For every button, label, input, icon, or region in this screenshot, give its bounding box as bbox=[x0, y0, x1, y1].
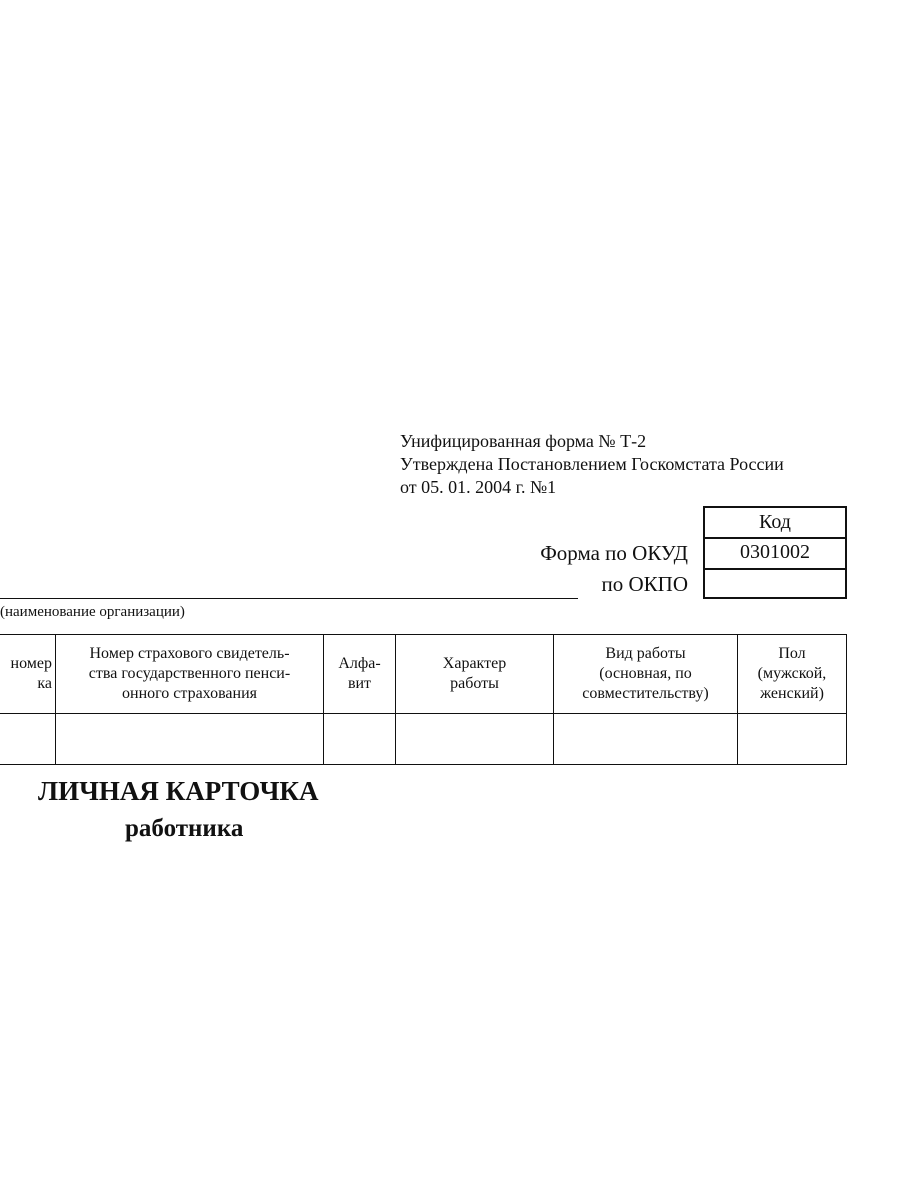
cell-gender[interactable] bbox=[737, 713, 847, 765]
form-number-line: Унифицированная форма № Т-2 bbox=[400, 431, 647, 451]
col-header-gender: Пол (мужской, женский) bbox=[737, 634, 847, 714]
organization-name-line[interactable] bbox=[0, 598, 578, 599]
table-row bbox=[0, 713, 847, 765]
okud-label: Форма по ОКУД bbox=[540, 541, 688, 565]
col-header-insurance-number: Номер страхового свидетель- ства государ… bbox=[55, 634, 324, 714]
okpo-label: по ОКПО bbox=[601, 572, 689, 596]
code-box-divider bbox=[705, 568, 845, 570]
col-header-work-type: Вид работы (основная, по совместительств… bbox=[553, 634, 738, 714]
cell-work-nature[interactable] bbox=[395, 713, 554, 765]
table-header-row: номер ка Номер страхового свидетель- ств… bbox=[0, 634, 847, 714]
organization-caption: (наименование организации) bbox=[0, 604, 185, 620]
document-subtitle: работника bbox=[125, 815, 244, 842]
col-header-work-nature: Характер работы bbox=[395, 634, 554, 714]
kod-header: Код bbox=[759, 511, 791, 533]
cell-insurance-number[interactable] bbox=[55, 713, 324, 765]
col-header-alphabet: Алфа- вит bbox=[323, 634, 396, 714]
cell-personnel-number[interactable] bbox=[0, 713, 56, 765]
approval-line: Утверждена Постановлением Госкомстата Ро… bbox=[400, 454, 784, 474]
employee-info-table: номер ка Номер страхового свидетель- ств… bbox=[0, 634, 847, 765]
code-box: Код 0301002 bbox=[703, 506, 847, 599]
cell-work-type[interactable] bbox=[553, 713, 738, 765]
code-box-divider bbox=[705, 537, 845, 539]
okud-value[interactable]: 0301002 bbox=[740, 541, 810, 563]
col-header-personnel-number: номер ка bbox=[0, 634, 56, 714]
document-title: ЛИЧНАЯ КАРТОЧКА bbox=[38, 776, 319, 806]
approval-date-line: от 05. 01. 2004 г. №1 bbox=[400, 477, 557, 497]
cell-alphabet[interactable] bbox=[323, 713, 396, 765]
